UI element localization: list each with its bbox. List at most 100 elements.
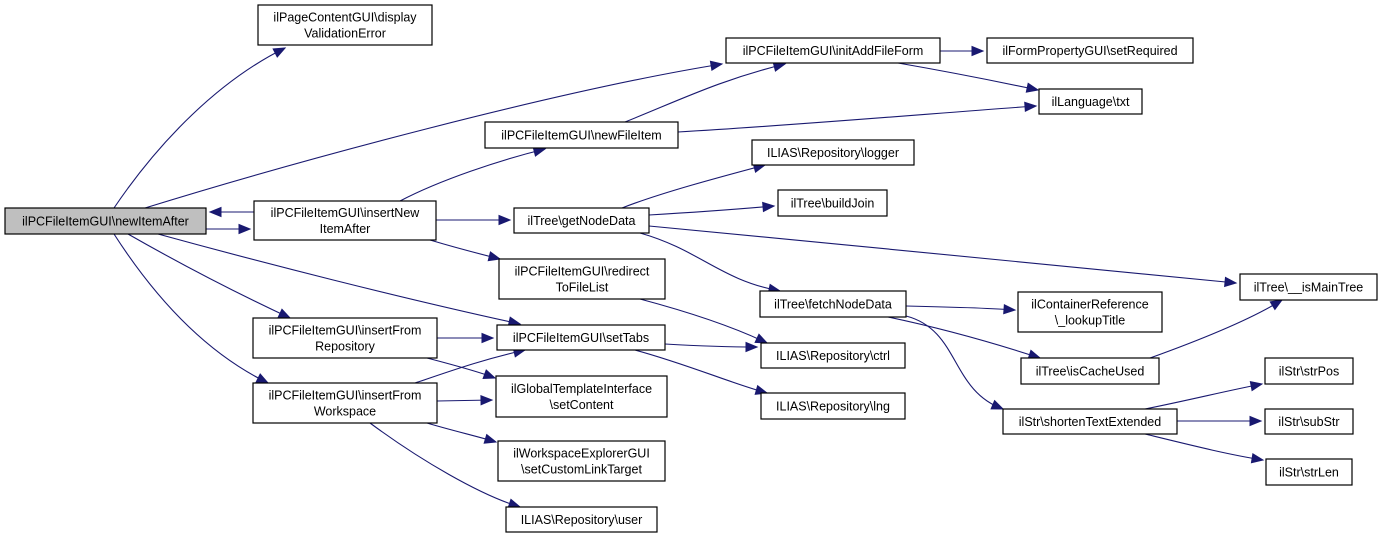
node-txt[interactable]: ilLanguage\txt [1038, 88, 1143, 115]
edge-setTabs-to-ctrl [664, 341, 759, 353]
edge-line [634, 349, 768, 394]
node-label: ILIAS\Repository\ctrl [776, 349, 890, 363]
edge-initAddFileForm-to-setRequired [940, 45, 985, 57]
node-label: ilPCFileItemGUI\initAddFileForm [743, 44, 924, 58]
edge-line [414, 349, 526, 384]
node-label: ilLanguage\txt [1052, 95, 1130, 109]
node-setContent[interactable]: ilGlobalTemplateInterface\setContent [495, 375, 668, 418]
node-box [4, 207, 207, 235]
node-label: Repository [315, 339, 375, 353]
edge-getNodeData-to-isMainTree [648, 225, 1238, 288]
node-fetchNodeData[interactable]: ilTree\fetchNodeData [759, 290, 907, 318]
arrowhead-icon [255, 373, 270, 384]
node-shortenTextExtended[interactable]: ilStr\shortenTextExtended [1002, 408, 1178, 435]
edge-line [113, 47, 286, 209]
node-box [760, 342, 906, 369]
node-user[interactable]: ILIAS\Repository\user [505, 506, 658, 533]
node-isMainTree[interactable]: ilTree\__isMainTree [1239, 273, 1378, 301]
node-label: ilTree\buildJoin [791, 196, 875, 210]
node-label: ILIAS\Repository\lng [776, 399, 890, 413]
node-label: ilStr\strPos [1279, 364, 1339, 378]
edge-insertNewItemAfter-to-redirectToFileList [429, 239, 502, 262]
edge-line [144, 63, 723, 209]
edge-newItemAfter-to-displayValidationError [113, 47, 287, 209]
node-label: ilPageContentGUI\display [273, 10, 417, 24]
edge-line [157, 233, 521, 325]
arrowhead-icon [772, 61, 787, 72]
node-subStr[interactable]: ilStr\subStr [1264, 408, 1354, 435]
node-box [252, 382, 438, 424]
edge-line [648, 225, 1237, 284]
node-box [1264, 357, 1354, 385]
edge-line [905, 305, 1016, 311]
node-ctrl[interactable]: ILIAS\Repository\ctrl [760, 342, 906, 369]
node-lng[interactable]: ILIAS\Repository\lng [760, 392, 906, 420]
node-label: ilTree\getNodeData [528, 214, 636, 228]
arrowhead-icon [971, 45, 985, 57]
node-setTabs[interactable]: ilPCFileItemGUI\setTabs [496, 324, 666, 351]
edge-fetchNodeData-to-lookupTitle [905, 303, 1017, 315]
arrowhead-icon [1269, 299, 1284, 311]
edge-fetchNodeData-to-shortenTextExtended [905, 315, 1005, 410]
node-strPos[interactable]: ilStr\strPos [1264, 357, 1354, 385]
node-lookupTitle[interactable]: ilContainerReference\_lookupTitle [1017, 291, 1163, 333]
arrowhead-icon [482, 369, 497, 379]
node-initAddFileForm[interactable]: ilPCFileItemGUI\initAddFileForm [725, 37, 941, 64]
edge-insertFromWorkspace-to-setContent [436, 394, 494, 406]
edge-line [887, 316, 1041, 359]
arrowhead-icon [990, 399, 1005, 410]
edge-getNodeData-to-buildJoin [648, 201, 776, 216]
node-label: ilPCFileItemGUI\insertFrom [269, 388, 422, 402]
node-newFileItem[interactable]: ilPCFileItemGUI\newFileItem [484, 121, 679, 149]
node-box [1002, 408, 1178, 435]
node-strLen[interactable]: ilStr\strLen [1265, 458, 1353, 486]
edge-line [1144, 433, 1264, 461]
node-label: ilTree\isCacheUsed [1036, 364, 1145, 378]
arrowhead-icon [1224, 276, 1238, 288]
node-setCustomLinkTarget[interactable]: ilWorkspaceExplorerGUI\setCustomLinkTarg… [497, 440, 666, 482]
node-label: ilPCFileItemGUI\insertFrom [269, 323, 422, 337]
node-box [252, 317, 438, 359]
edge-line [648, 205, 775, 216]
node-box [760, 392, 906, 420]
node-logger[interactable]: ILIAS\Repository\logger [751, 139, 915, 166]
arrowhead-icon [208, 206, 222, 218]
node-box [759, 290, 907, 318]
edge-line [621, 164, 766, 209]
node-buildJoin[interactable]: ilTree\buildJoin [777, 189, 888, 217]
node-box [1265, 458, 1353, 486]
edge-insertFromWorkspace-to-setCustomLinkTarget [426, 422, 498, 444]
node-label: ilPCFileItemGUI\newFileItem [501, 128, 661, 142]
edge-newFileItem-to-txt [677, 101, 1038, 133]
edge-fetchNodeData-to-isCacheUsed [887, 316, 1042, 360]
edge-line [1144, 383, 1263, 410]
edge-line [905, 315, 1004, 410]
edge-initAddFileForm-to-txt [897, 62, 1040, 93]
arrowhead-icon [709, 60, 724, 72]
node-label: ilStr\shortenTextExtended [1019, 415, 1161, 429]
arrowhead-icon [1003, 303, 1017, 315]
edge-newItemAfter-to-initAddFileForm [144, 60, 724, 209]
arrowhead-icon [1025, 82, 1040, 93]
edge-line [639, 232, 781, 292]
node-setRequired[interactable]: ilFormPropertyGUI\setRequired [986, 37, 1194, 64]
edge-line [677, 105, 1037, 133]
node-getNodeData[interactable]: ilTree\getNodeData [513, 207, 650, 234]
arrowhead-icon [238, 223, 252, 235]
edge-getNodeData-to-logger [621, 162, 767, 209]
node-box [505, 506, 658, 533]
node-box [513, 207, 650, 234]
node-isCacheUsed[interactable]: ilTree\isCacheUsed [1020, 357, 1160, 385]
edge-newItemAfter-to-insertFromRepository [127, 233, 292, 319]
node-newItemAfter[interactable]: ilPCFileItemGUI\newItemAfter [4, 207, 207, 235]
arrowhead-icon [1250, 452, 1265, 464]
arrowhead-icon [480, 394, 494, 406]
node-box [484, 121, 679, 149]
node-label: ToFileList [556, 280, 609, 294]
